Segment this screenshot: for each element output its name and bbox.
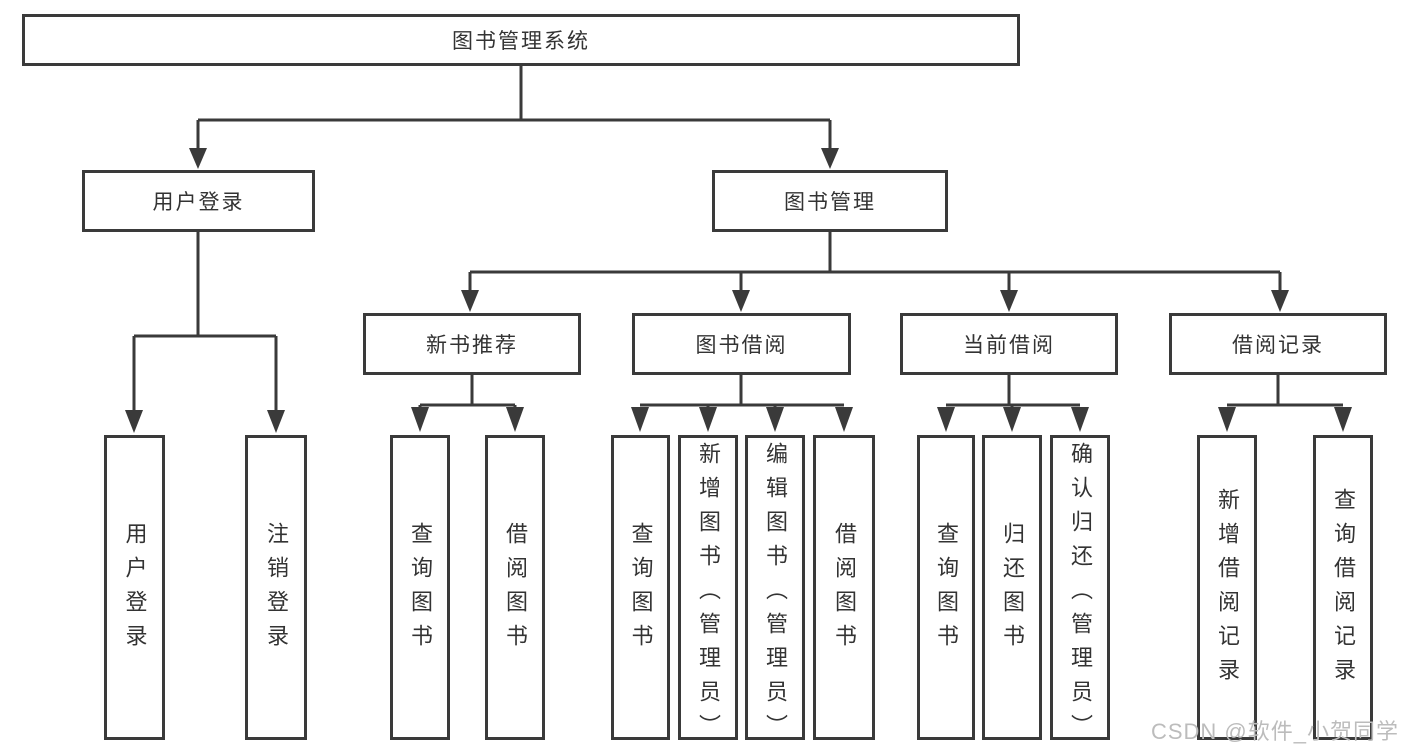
node-library-management-system: 图书管理系统 [22, 14, 1020, 66]
leaf-records-add-record: 新增借阅记录 [1197, 435, 1257, 740]
leaf-borrowing-edit-books-admin: 编辑图书（管理员） [745, 435, 805, 747]
leaf-recommend-query-books: 查询图书 [390, 435, 450, 740]
leaf-records-query-record: 查询借阅记录 [1313, 435, 1373, 740]
leaf-logout: 注销登录 [245, 435, 307, 740]
node-book-management: 图书管理 [712, 170, 948, 232]
leaf-user-login: 用户登录 [104, 435, 165, 740]
leaf-current-query-books: 查询图书 [917, 435, 975, 740]
leaf-current-confirm-return-admin: 确认归还（管理员） [1050, 435, 1110, 747]
leaf-borrowing-add-books-admin: 新增图书（管理员） [678, 435, 738, 747]
node-book-borrowing: 图书借阅 [632, 313, 851, 375]
node-current-borrowing: 当前借阅 [900, 313, 1118, 375]
leaf-current-return-books: 归还图书 [982, 435, 1042, 740]
leaf-borrowing-query-books: 查询图书 [611, 435, 670, 740]
leaf-borrowing-borrow-books: 借阅图书 [813, 435, 875, 740]
node-user-login: 用户登录 [82, 170, 315, 232]
leaf-recommend-borrow-books: 借阅图书 [485, 435, 545, 740]
node-new-book-recommendation: 新书推荐 [363, 313, 581, 375]
node-borrowing-records: 借阅记录 [1169, 313, 1387, 375]
